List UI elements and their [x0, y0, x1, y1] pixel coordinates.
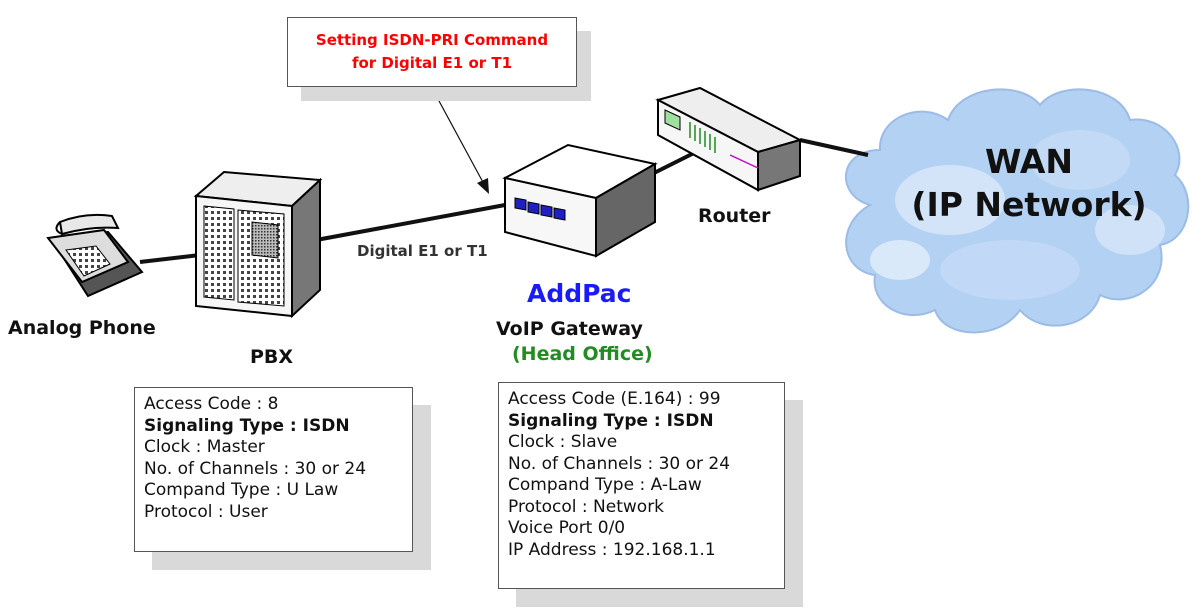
site-label: (Head Office): [512, 343, 653, 365]
settings-row: Signaling Type : ISDN: [508, 410, 714, 431]
wan-label: WAN (IP Network): [904, 140, 1154, 226]
analog-phone-label: Analog Phone: [8, 317, 156, 339]
brand-label: AddPac: [527, 279, 632, 308]
settings-row: Protocol : Network: [508, 496, 665, 517]
settings-row: Access Code (E.164) : 99: [508, 389, 721, 409]
settings-row: Clock : Master: [144, 437, 265, 457]
phone-pbx-link: [139, 253, 201, 264]
callout-arrow: [431, 87, 489, 194]
settings-row: Signaling Type : ISDN: [144, 415, 350, 436]
settings-row: Protocol : User: [144, 501, 268, 522]
pbx-gateway-link: [299, 203, 506, 245]
settings-row: No. of Channels : 30 or 24: [508, 453, 731, 474]
cloud-icon: [845, 88, 1190, 334]
command-callout: Setting ISDN-PRI Command for Digital E1 …: [287, 17, 577, 87]
settings-row: Compand Type : A-Law: [508, 475, 702, 495]
router-wan-link: [799, 138, 869, 157]
callout-line-2: for Digital E1 or T1: [351, 54, 513, 72]
gateway-label: VoIP Gateway: [496, 318, 643, 340]
wan-label-line-2: (IP Network): [911, 185, 1147, 224]
pbx-label: PBX: [250, 346, 294, 368]
router-label: Router: [698, 205, 771, 227]
router-icon: [655, 86, 803, 192]
settings-row: Access Code : 8: [144, 394, 279, 414]
callout-line-1: Setting ISDN-PRI Command: [315, 31, 549, 49]
analog-phone-icon: [46, 213, 144, 298]
wan-label-line-1: WAN: [984, 142, 1074, 181]
settings-row: Compand Type : U Law: [144, 480, 339, 500]
link-label: Digital E1 or T1: [357, 242, 488, 260]
voip-gateway-icon: [502, 143, 658, 258]
settings-row: Voice Port 0/0: [508, 518, 626, 538]
pbx-icon: [193, 170, 323, 319]
settings-row: Clock : Slave: [508, 432, 618, 452]
settings-row: IP Address : 192.168.1.1: [508, 539, 716, 560]
settings-row: No. of Channels : 30 or 24: [144, 458, 367, 479]
